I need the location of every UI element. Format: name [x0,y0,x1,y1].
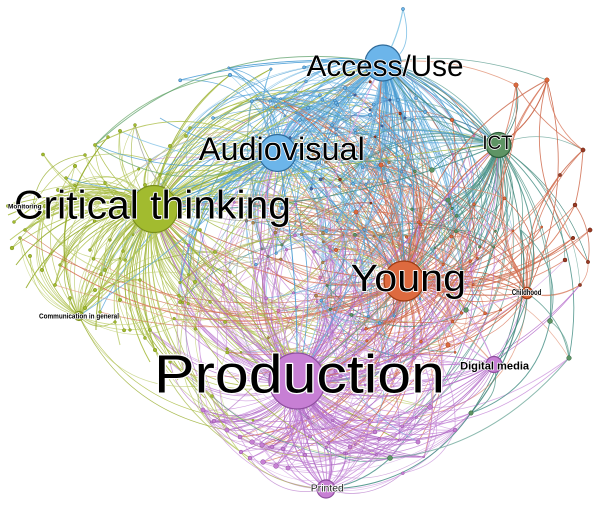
svg-text:Monitoring: Monitoring [8,204,42,211]
svg-text:Printed: Printed [311,484,344,495]
svg-text:Critical thinking: Critical thinking [14,184,291,228]
svg-text:Young: Young [351,257,467,300]
svg-text:Communication in general: Communication in general [39,314,119,321]
svg-text:Production: Production [154,345,445,405]
svg-text:Digital media: Digital media [460,361,530,373]
svg-text:Audiovisual: Audiovisual [199,131,365,167]
svg-text:Access/Use: Access/Use [307,50,464,83]
svg-text:ICT: ICT [482,133,512,154]
svg-text:Childhood: Childhood [512,288,542,297]
